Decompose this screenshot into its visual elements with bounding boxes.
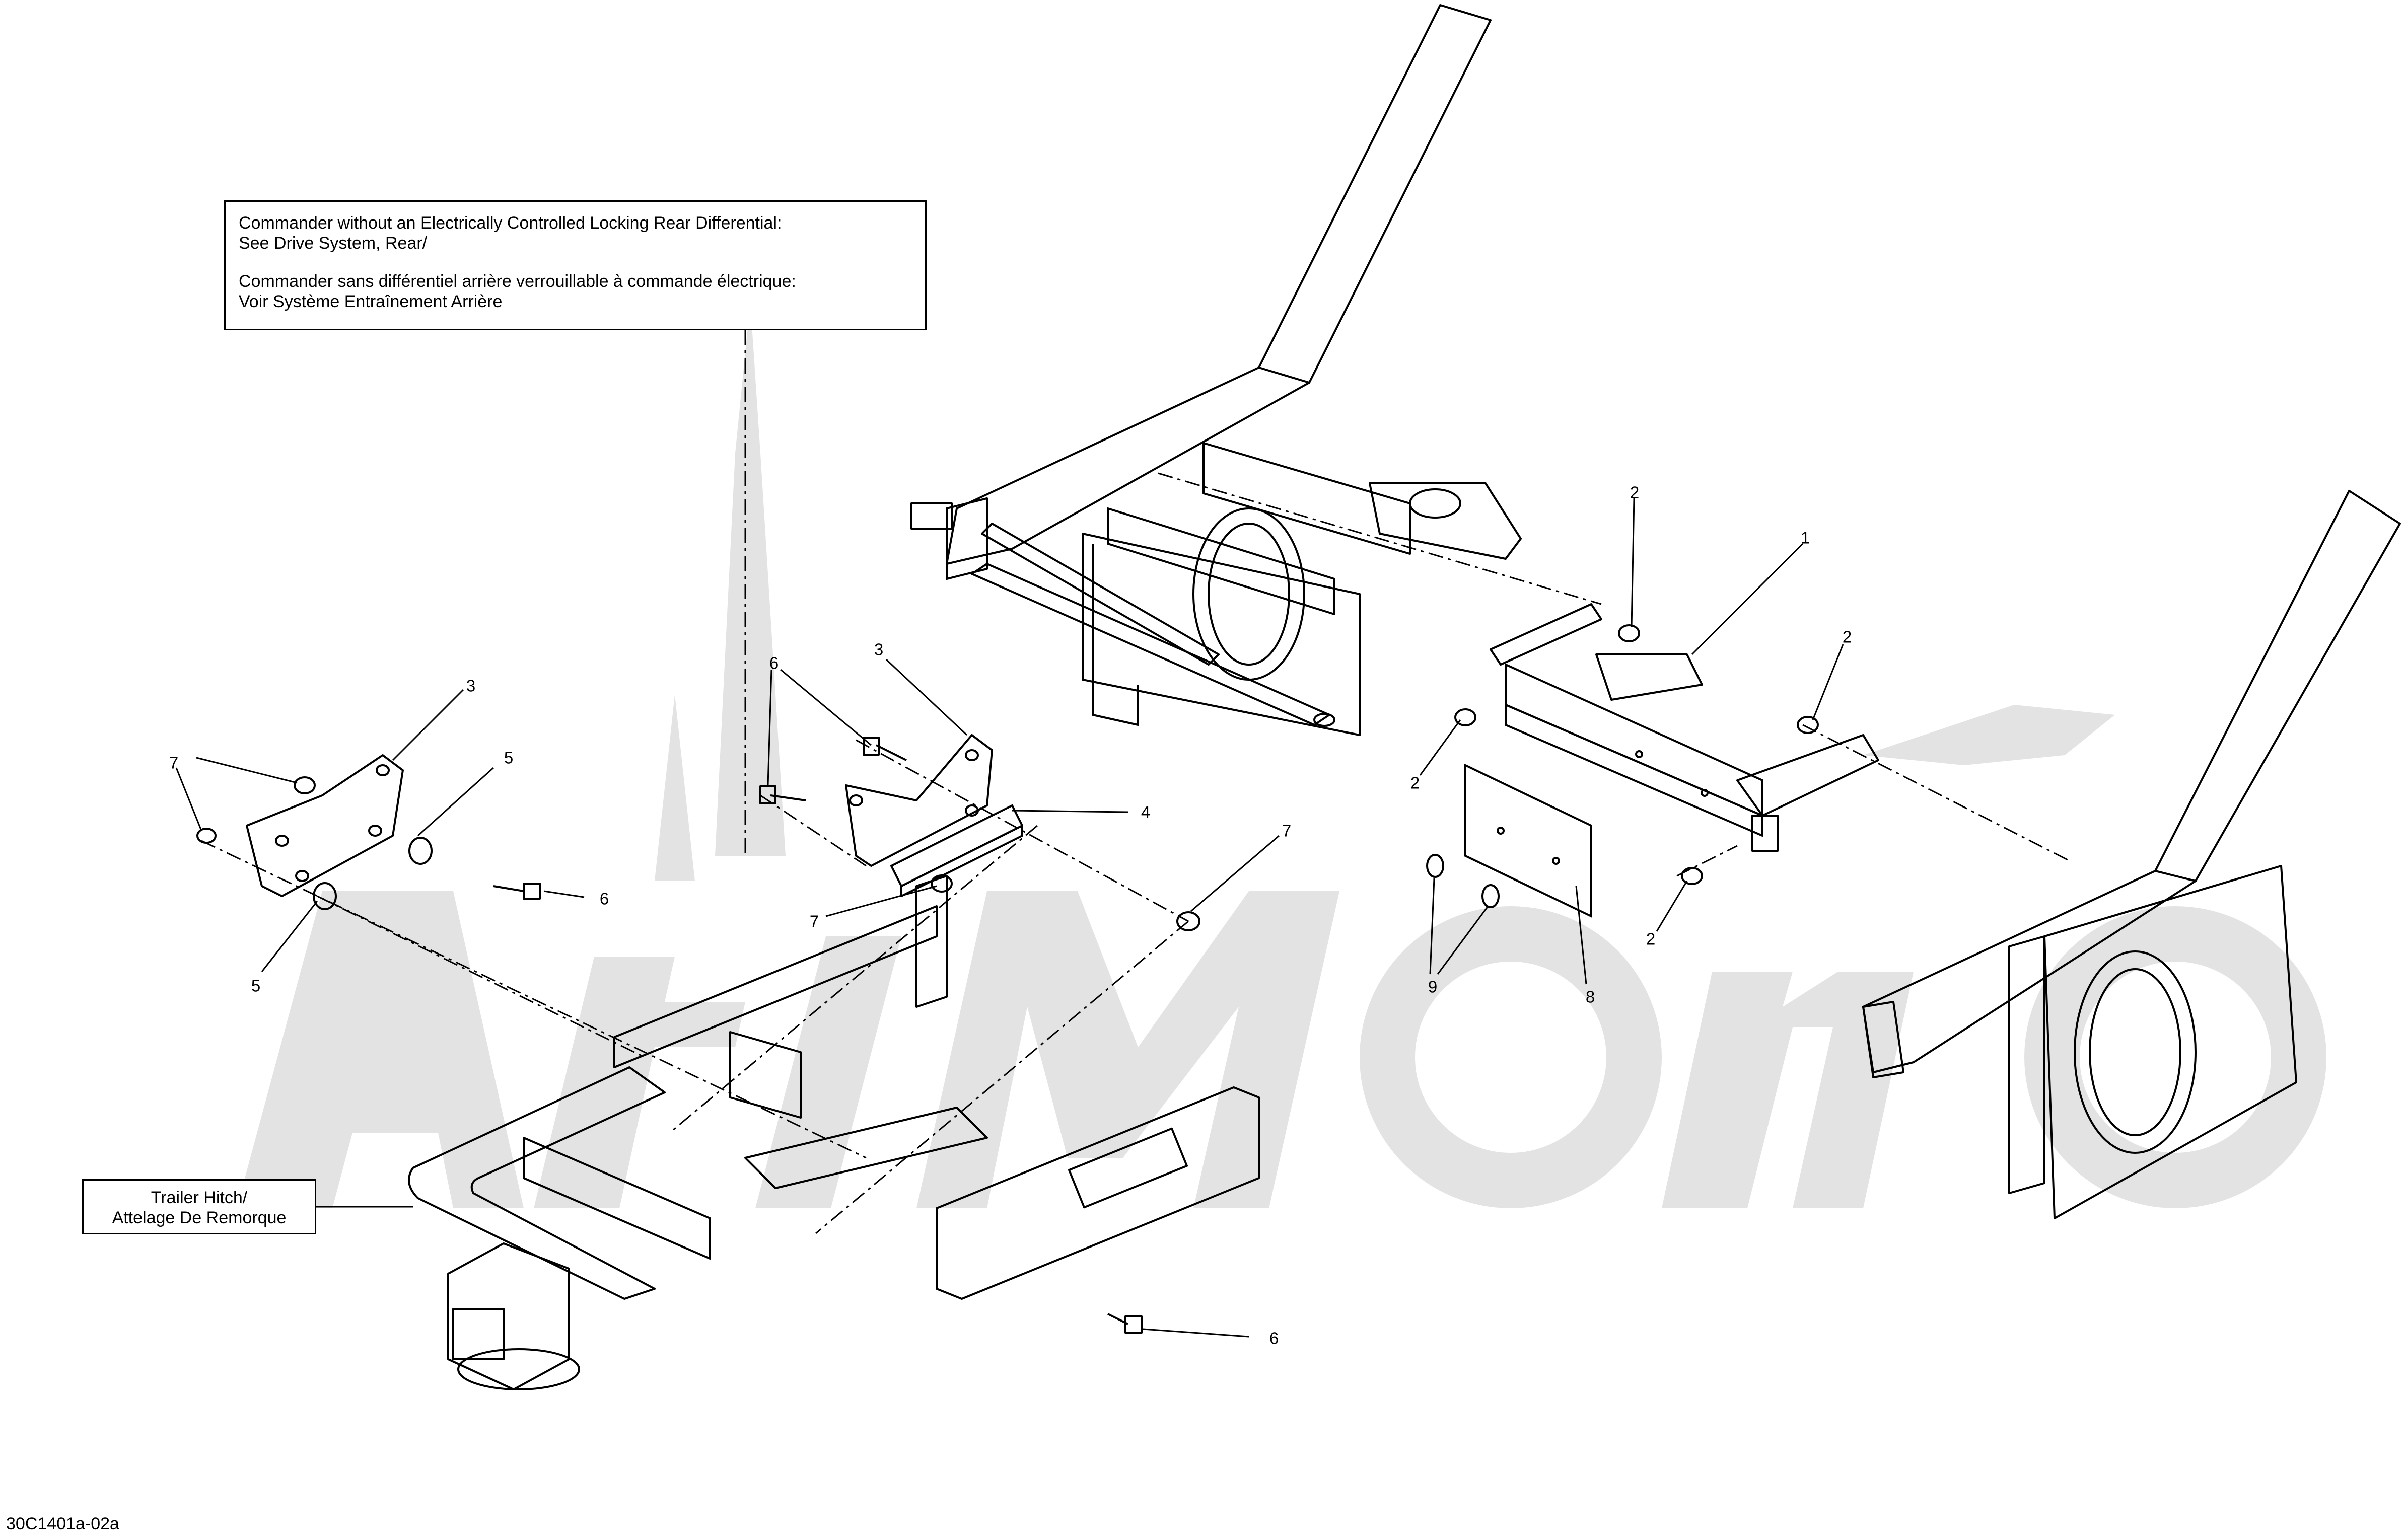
- note-french-line1: Commander sans différentiel arrière verr…: [239, 272, 796, 291]
- callout-7c: 7: [1282, 821, 1292, 840]
- diagram-reference-code: 30C1401a-02a: [6, 1514, 119, 1533]
- callout-8: 8: [1585, 987, 1595, 1006]
- callout-9: 9: [1428, 977, 1438, 996]
- callout-3b: 3: [874, 640, 884, 659]
- rear-frame-right: [1862, 490, 2401, 1219]
- callout-6b: 6: [599, 889, 609, 908]
- trailer-hitch-label: Trailer Hitch/ Attelage De Remorque: [82, 1179, 316, 1234]
- hitch-label-english: Trailer Hitch/: [151, 1188, 248, 1207]
- callout-2d: 2: [1646, 929, 1656, 948]
- callout-7b: 7: [809, 912, 819, 931]
- trailer-hitch-frame: [408, 875, 1260, 1390]
- note-english-line1: Commander without an Electrically Contro…: [239, 213, 782, 233]
- callout-2c: 2: [1410, 773, 1420, 792]
- left-bracket-assembly: [196, 754, 541, 910]
- callout-5a: 5: [504, 748, 514, 767]
- callout-7a: 7: [169, 753, 179, 772]
- plate-fasteners: [1426, 854, 1500, 908]
- hitch-label-french: Attelage De Remorque: [112, 1208, 287, 1227]
- note-english-line2: See Drive System, Rear/: [239, 234, 428, 253]
- callout-4: 4: [1141, 802, 1151, 822]
- nut-axis-lines: [1676, 724, 2070, 877]
- rear-frame-upper: [910, 4, 1522, 736]
- callout-1: 1: [1800, 528, 1810, 547]
- callout-6a: 6: [769, 653, 779, 673]
- center-bracket-assembly: [759, 734, 1200, 1334]
- callout-3a: 3: [466, 676, 476, 695]
- license-plate: [1464, 763, 1592, 918]
- hitch-mount-bracket: [1490, 603, 1879, 852]
- nuts-item-2: [1454, 624, 1819, 885]
- callout-6c: 6: [1269, 1329, 1279, 1348]
- rear-frame-upper-axis: [1158, 472, 1602, 605]
- callout-2a: 2: [1630, 483, 1640, 502]
- note-french-line2: Voir Système Entraînement Arrière: [239, 292, 503, 311]
- callout-2b: 2: [1842, 627, 1852, 646]
- callout-5b: 5: [251, 976, 261, 995]
- rear-differential-note: Commander without an Electrically Contro…: [224, 200, 927, 330]
